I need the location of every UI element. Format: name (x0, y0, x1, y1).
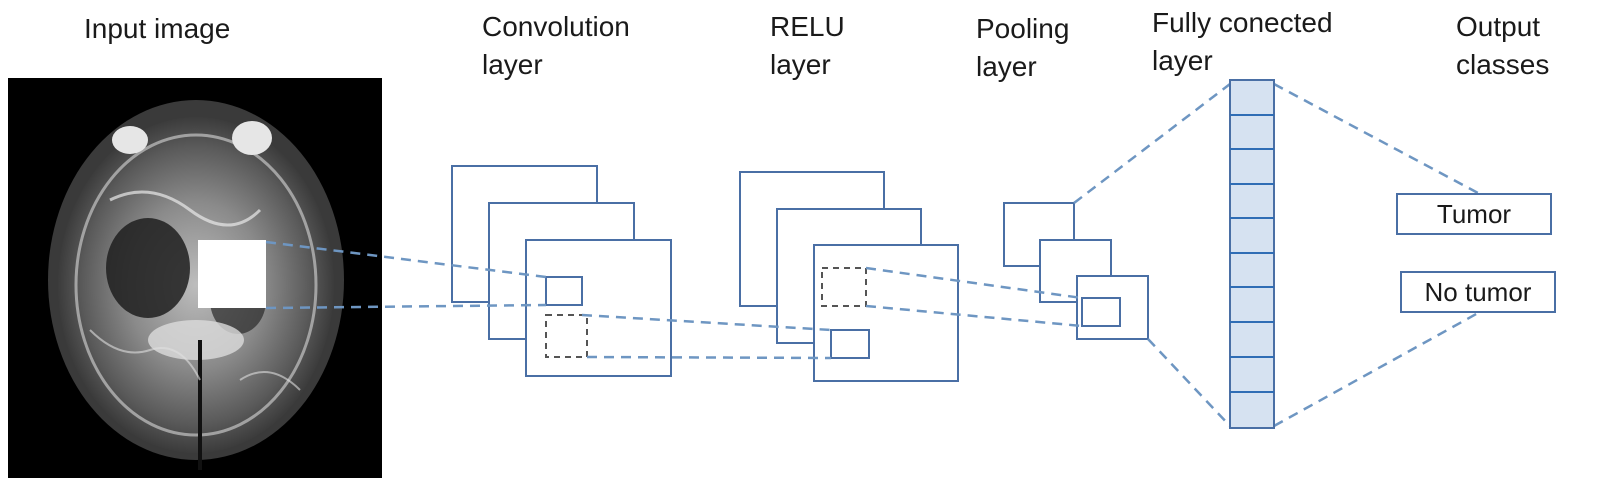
convolution-layer-label: Convolution layer (482, 11, 630, 80)
mri-input-image (8, 78, 382, 478)
receptive-field-patch (198, 240, 266, 308)
output-classes-label: Output classes (1456, 11, 1550, 80)
relu-feature-patch (830, 329, 870, 359)
fully-connected-layer-label: Fully conected layer (1152, 7, 1333, 76)
pooling-layer-label: Pooling layer (976, 13, 1070, 82)
output-class-no-tumor: No tumor (1400, 271, 1556, 313)
output-class-tumor: Tumor (1396, 193, 1552, 235)
pooling-feature-patch (1081, 297, 1121, 327)
fully-connected-layer-column (1229, 79, 1275, 429)
conv-feature-patch (545, 276, 583, 306)
relu-input-patch (821, 267, 867, 307)
connector-lines (265, 82, 1479, 428)
input-image-label: Input image (84, 13, 231, 44)
relu-layer-label: RELU layer (770, 11, 845, 80)
convolution-layer-stack (451, 165, 672, 377)
pooling-layer-stack (1003, 202, 1149, 340)
relu-layer-stack (739, 171, 959, 382)
conv-output-patch (545, 314, 588, 358)
